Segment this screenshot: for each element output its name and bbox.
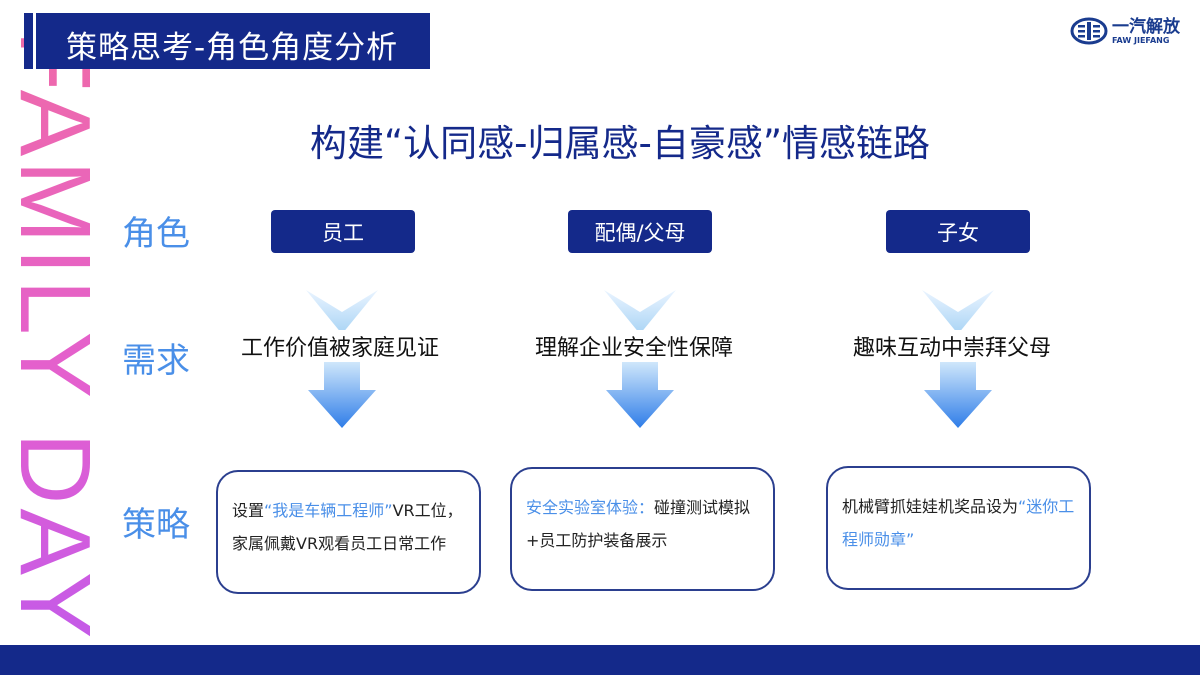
- strategy-text: VR工位，家属佩戴VR观看员工日常工作: [232, 501, 463, 553]
- row-label-role: 角色: [122, 214, 190, 254]
- strategy-card-children: 机械臂抓娃娃机奖品设为“迷你工程师勋章”: [826, 466, 1091, 590]
- strategy-highlight: 安全实验室体验：: [526, 498, 655, 517]
- page-title: 策略思考-角色角度分析: [66, 30, 399, 66]
- strategy-card-spouse-parents: 安全实验室体验：碰撞测试模拟+员工防护装备展示: [510, 467, 775, 591]
- row-label-need: 需求: [122, 341, 190, 381]
- faw-emblem-icon: [1070, 17, 1108, 45]
- need-employee: 工作价值被家庭见证: [200, 330, 480, 362]
- row-label-strategy: 策略: [122, 505, 190, 545]
- need-children: 趣味互动中崇拜父母: [812, 330, 1092, 362]
- strategy-highlight: “我是车辆工程师”: [264, 501, 393, 520]
- headline: 构建“认同感-归属感-自豪感”情感链路: [309, 122, 931, 165]
- down-arrow-icon: [306, 290, 378, 428]
- strategy-text: 机械臂抓娃娃机奖品设为: [842, 497, 1019, 516]
- strategy-text: 碰撞测试模拟+员工防护装备展示: [526, 498, 751, 550]
- footer-bar: [0, 645, 1200, 675]
- role-spouse-parents: 配偶/父母: [568, 210, 712, 253]
- logo-cn: 一汽解放: [1112, 16, 1180, 37]
- down-arrow-icon: [604, 290, 676, 428]
- role-children: 子女: [886, 210, 1030, 253]
- role-employee: 员工: [271, 210, 415, 253]
- page-title-bar: 策略思考-角色角度分析: [24, 13, 430, 69]
- down-arrow-icon: [922, 290, 994, 428]
- need-spouse-parents: 理解企业安全性保障: [494, 330, 774, 362]
- logo-en: FAW JIEFANG: [1112, 35, 1170, 45]
- strategy-text: 设置: [232, 501, 265, 520]
- strategy-card-employee: 设置“我是车辆工程师”VR工位，家属佩戴VR观看员工日常工作: [216, 470, 481, 594]
- strategy-highlight: “迷你工程师勋章”: [842, 497, 1075, 549]
